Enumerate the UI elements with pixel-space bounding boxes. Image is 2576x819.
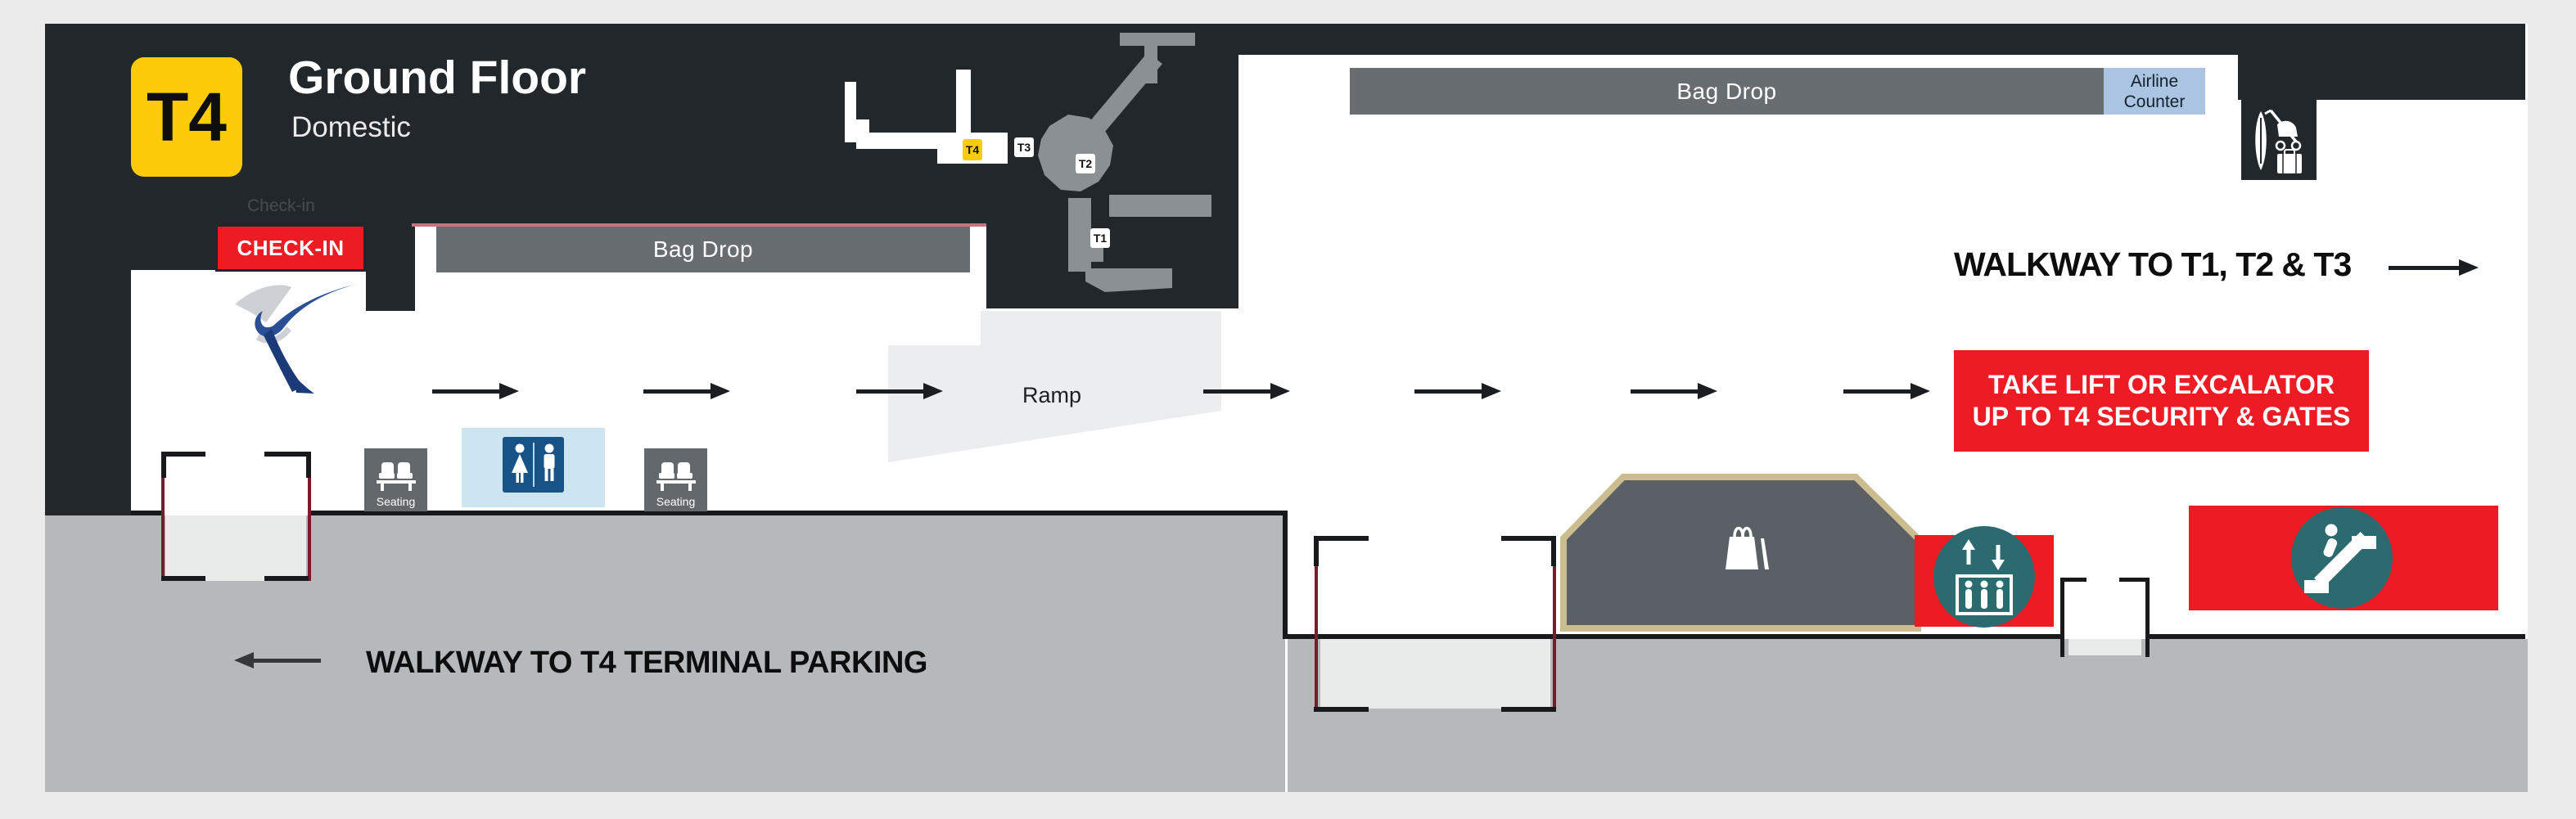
arrow-right-icon bbox=[1414, 383, 1501, 400]
terminal-badge: T4 bbox=[131, 57, 242, 177]
oversize-baggage-box bbox=[2241, 100, 2317, 180]
seating-label: Seating bbox=[376, 495, 416, 508]
restroom-area bbox=[462, 428, 605, 507]
restroom-icon bbox=[503, 437, 564, 493]
take-lift-sign: TAKE LIFT OR EXCALATOR UP TO T4 SECURITY… bbox=[1954, 350, 2369, 452]
airline-logo bbox=[235, 284, 357, 394]
entrance-center-frame bbox=[1553, 566, 1556, 710]
minimap-t2-badge: T2 bbox=[1076, 154, 1095, 173]
wall-left-b bbox=[309, 511, 1288, 515]
entrance-left-bracket bbox=[306, 452, 311, 478]
take-lift-sign-line1: TAKE LIFT OR EXCALATOR bbox=[1987, 370, 2335, 399]
entrance-center-frame bbox=[1315, 566, 1318, 710]
entrance-center-outside bbox=[1320, 639, 1550, 709]
page-title: Ground Floor bbox=[288, 52, 587, 104]
arrow-right-icon bbox=[432, 383, 519, 400]
minimap-t3-badge: T3 bbox=[1014, 137, 1034, 157]
arrow-right-icon bbox=[1631, 383, 1717, 400]
wall-right-b bbox=[2148, 634, 2525, 639]
checkin-sign: CHECK-IN bbox=[215, 224, 366, 272]
minimap-panel bbox=[986, 223, 1238, 308]
header-panel bbox=[45, 24, 1238, 223]
entrance-center-inside bbox=[1315, 538, 1555, 634]
entrance-small-bracket bbox=[2119, 578, 2145, 582]
walkway-parking-sign: WALKWAY TO T4 TERMINAL PARKING bbox=[366, 646, 927, 680]
entrance-left-bracket bbox=[161, 452, 166, 478]
arrow-right-icon bbox=[1203, 383, 1290, 400]
airline-counter-line2: Counter bbox=[2123, 92, 2186, 111]
entrance-left-bracket bbox=[264, 576, 309, 581]
entrance-center-bracket bbox=[1314, 536, 1319, 566]
entrance-center-bracket bbox=[1314, 707, 1369, 712]
arrow-left-icon bbox=[234, 652, 321, 669]
entrance-left-frame bbox=[161, 455, 165, 581]
seating-icon bbox=[656, 462, 696, 491]
minimap-t4-badge: T4 bbox=[963, 139, 982, 160]
wall-right-a bbox=[1288, 634, 2062, 639]
arrow-right-icon bbox=[1843, 383, 1930, 400]
wall-block-left bbox=[45, 223, 131, 515]
lift-icon bbox=[1933, 526, 2035, 628]
escalator-icon bbox=[2291, 507, 2393, 609]
arrow-right-icon bbox=[856, 383, 943, 400]
accent-line bbox=[412, 223, 986, 227]
seating-area: Seating bbox=[364, 448, 427, 511]
lift-panel bbox=[1915, 526, 2054, 628]
entrance-left-bracket bbox=[161, 452, 205, 457]
shop-area bbox=[1560, 474, 1921, 632]
minimap-t1-badge: T1 bbox=[1090, 228, 1110, 248]
entrance-left-frame bbox=[308, 455, 311, 581]
seating-icon bbox=[376, 462, 416, 491]
take-lift-sign-line2: UP TO T4 SECURITY & GATES bbox=[1972, 402, 2351, 431]
seating-label: Seating bbox=[656, 495, 696, 508]
entrance-left-bracket bbox=[161, 576, 205, 581]
entrance-center-bracket bbox=[1314, 536, 1369, 541]
ghost-checkin-label: Check-in bbox=[247, 196, 315, 215]
entrance-center-bracket bbox=[1501, 707, 1556, 712]
seating-area: Seating bbox=[644, 448, 707, 511]
wall-block-column bbox=[366, 223, 415, 311]
page-subtitle: Domestic bbox=[291, 111, 411, 143]
walkway-t123-sign: WALKWAY TO T1, T2 & T3 bbox=[1954, 245, 2352, 283]
airline-counter-line1: Airline bbox=[2130, 72, 2179, 91]
top-right-block bbox=[2238, 24, 2525, 100]
entrance-small-bracket bbox=[2060, 578, 2087, 582]
arrow-right-icon bbox=[643, 383, 730, 400]
entrance-center-bracket bbox=[1551, 536, 1556, 566]
entrance-small-bracket bbox=[2060, 578, 2064, 657]
oversize-baggage-icon bbox=[2255, 109, 2302, 173]
entrance-left-bracket bbox=[264, 452, 309, 457]
shopping-bag-icon bbox=[1726, 526, 1769, 569]
ramp-label: Ramp bbox=[1022, 382, 1082, 407]
entrance-small-outside bbox=[2068, 639, 2141, 655]
entrance-small-inside bbox=[2062, 578, 2148, 634]
entrance-left-outside bbox=[165, 515, 306, 581]
entrance-center-bracket bbox=[1501, 536, 1556, 541]
airline-counter: Airline Counter bbox=[2104, 68, 2205, 115]
bag-drop-left: Bag Drop bbox=[436, 227, 970, 272]
wall-step-vertical bbox=[1283, 511, 1288, 639]
bag-drop-right: Bag Drop bbox=[1350, 68, 2104, 115]
entrance-small-bracket bbox=[2145, 578, 2150, 657]
arrow-right-icon bbox=[2389, 259, 2479, 277]
escalator-panel bbox=[2189, 506, 2498, 610]
